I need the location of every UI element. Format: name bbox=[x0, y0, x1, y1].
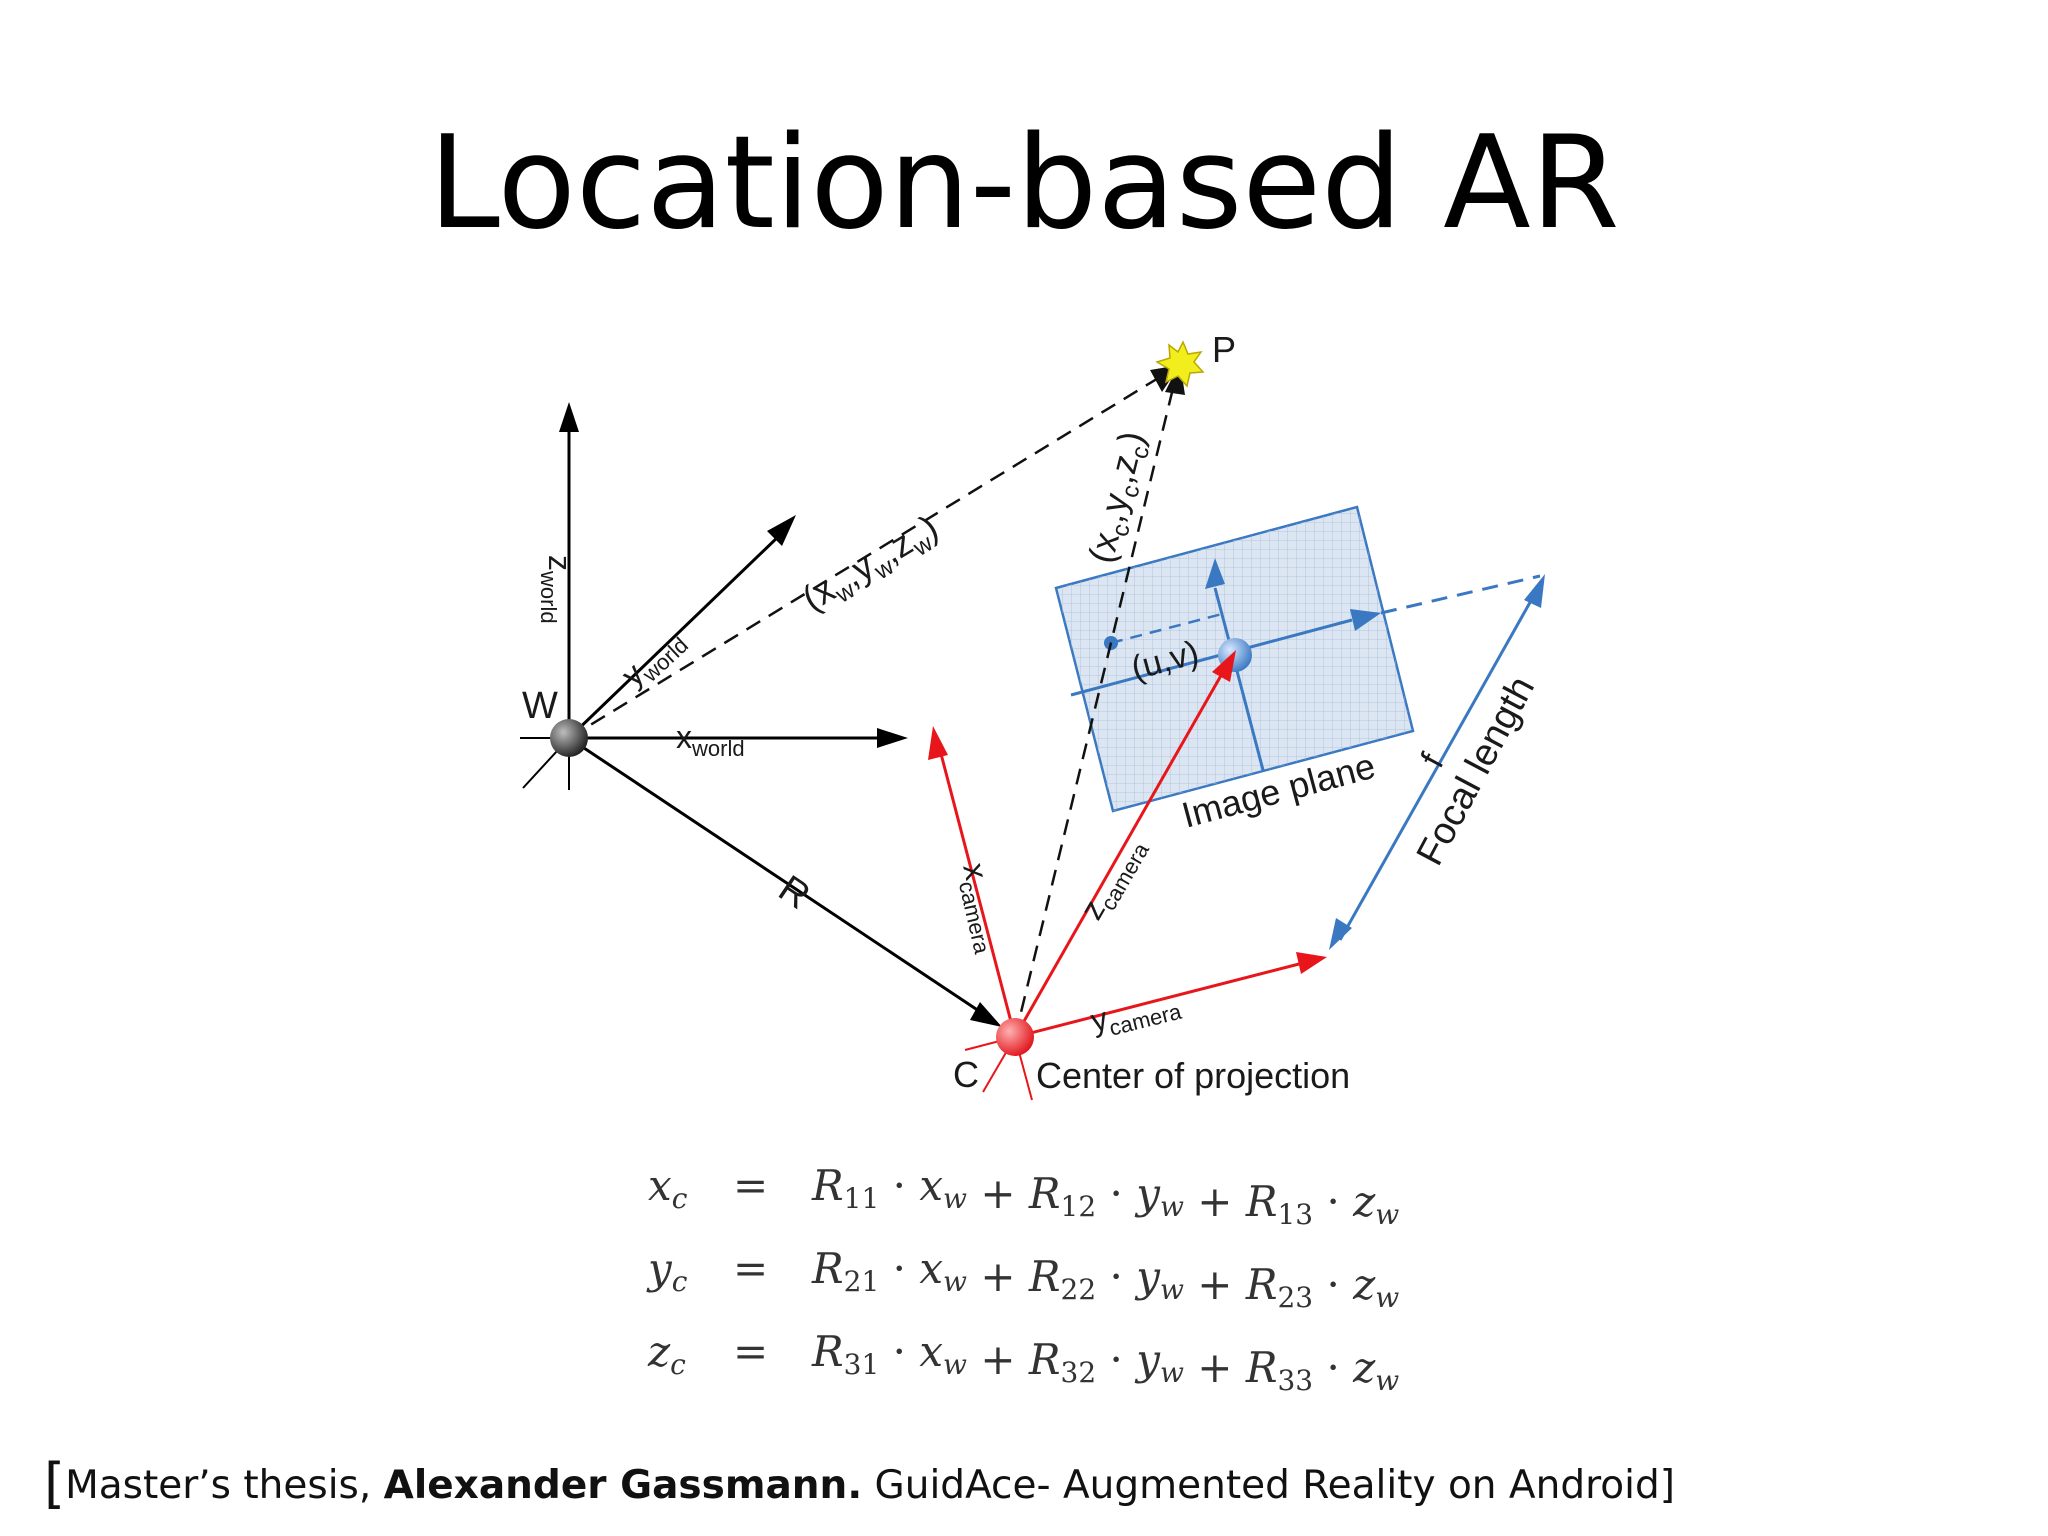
equation-rhs: R31 · xw + R32 · yw + R33 · zw bbox=[811, 1327, 1399, 1397]
camera-to-point-ray bbox=[1013, 379, 1177, 1038]
citation-bracket: [ bbox=[44, 1452, 66, 1515]
citation-prefix: Master’s thesis, bbox=[65, 1463, 384, 1508]
equation-lhs: zc bbox=[647, 1327, 686, 1381]
equation-rhs: R11 · xw + R12 · yw + R13 · zw bbox=[811, 1161, 1399, 1231]
y-world-arrowhead bbox=[767, 515, 796, 546]
citation-author: Alexander Gassmann. bbox=[383, 1463, 863, 1508]
focal-arrowhead-top bbox=[1524, 574, 1545, 608]
equals-sign: = bbox=[733, 1327, 768, 1376]
z-camera-label: zcamera bbox=[1073, 829, 1154, 928]
rotation-arrow bbox=[568, 736, 986, 1017]
y-camera-arrowhead bbox=[1296, 952, 1327, 974]
world-to-point-ray bbox=[568, 375, 1161, 740]
y-world-axis bbox=[567, 533, 782, 740]
svg-text:(xw,yw,zw): (xw,yw,zw) bbox=[795, 506, 948, 624]
equation-row: zc = R31 · xw + R32 · yw + R33 · zw bbox=[647, 1327, 1399, 1397]
point-star-icon bbox=[1155, 340, 1205, 388]
svg-text:ycamera: ycamera bbox=[1087, 982, 1185, 1045]
z-world-label: zworld bbox=[536, 555, 578, 624]
equation-rhs: R21 · xw + R22 · yw + R23 · zw bbox=[811, 1244, 1399, 1314]
world-axes bbox=[520, 402, 1002, 1027]
equation-lhs: yc bbox=[646, 1244, 688, 1298]
equation-row: xc = R11 · xw + R12 · yw + R13 · zw bbox=[648, 1161, 1399, 1231]
focal-length-arrow bbox=[1329, 574, 1545, 950]
y-camera-axis bbox=[1014, 961, 1304, 1039]
image-v-arrowhead bbox=[1205, 558, 1225, 589]
camera-coords-label: (xc,yc,zc) bbox=[1080, 427, 1158, 568]
citation: [Master’s thesis, Alexander Gassmann. Gu… bbox=[44, 1452, 1675, 1515]
projection-equations: xc = R11 · xw + R12 · yw + R13 · zw yc = R21 … bbox=[646, 1161, 1399, 1397]
citation-suffix: GuidAce- Augmented Reality on Android] bbox=[862, 1463, 1675, 1508]
camera-origin-label: C bbox=[953, 1054, 979, 1095]
svg-text:zcamera: zcamera bbox=[1073, 829, 1154, 928]
image-u-arrowhead bbox=[1350, 609, 1381, 631]
x-camera-arrowhead bbox=[928, 726, 948, 760]
equation-row: yc = R21 · xw + R22 · yw + R23 · zw bbox=[646, 1244, 1399, 1314]
world-coords-label: (xw,yw,zw) bbox=[795, 506, 948, 624]
z-world-arrowhead bbox=[559, 402, 579, 432]
svg-text:zworld: zworld bbox=[536, 555, 578, 624]
rotation-arrowhead bbox=[970, 1002, 1002, 1027]
x-world-label: xworld bbox=[676, 719, 745, 761]
rotation-label: R bbox=[771, 868, 817, 918]
point-label: P bbox=[1212, 329, 1236, 370]
svg-text:R: R bbox=[771, 868, 817, 918]
center-of-projection-label: Center of projection bbox=[1036, 1055, 1350, 1096]
image-plane-horizontal-axis bbox=[1070, 650, 1233, 697]
x-camera-label: xcamera bbox=[950, 859, 1011, 956]
focal-arrowhead-bottom bbox=[1329, 918, 1352, 950]
y-camera-label: ycamera bbox=[1087, 982, 1185, 1045]
optical-axis-extension bbox=[1380, 574, 1541, 615]
svg-text:(xc,yc,zc): (xc,yc,zc) bbox=[1080, 427, 1158, 568]
camera-axes bbox=[928, 650, 1327, 1101]
camera-center-icon bbox=[996, 1018, 1034, 1056]
world-origin-label: W bbox=[522, 685, 558, 727]
equation-lhs: xc bbox=[648, 1161, 688, 1215]
equals-sign: = bbox=[733, 1161, 768, 1210]
z-camera-arrowhead bbox=[1212, 650, 1236, 682]
world-origin-icon bbox=[550, 719, 588, 757]
z-camera-axis bbox=[1013, 671, 1225, 1038]
svg-text:xcamera: xcamera bbox=[950, 859, 1011, 956]
x-world-arrowhead bbox=[877, 728, 908, 748]
slide-title: Location-based AR bbox=[428, 109, 1620, 258]
image-plane bbox=[1054, 505, 1541, 813]
equals-sign: = bbox=[733, 1244, 768, 1293]
image-u-axis bbox=[1231, 618, 1353, 654]
x-camera-axis bbox=[938, 749, 1017, 1038]
